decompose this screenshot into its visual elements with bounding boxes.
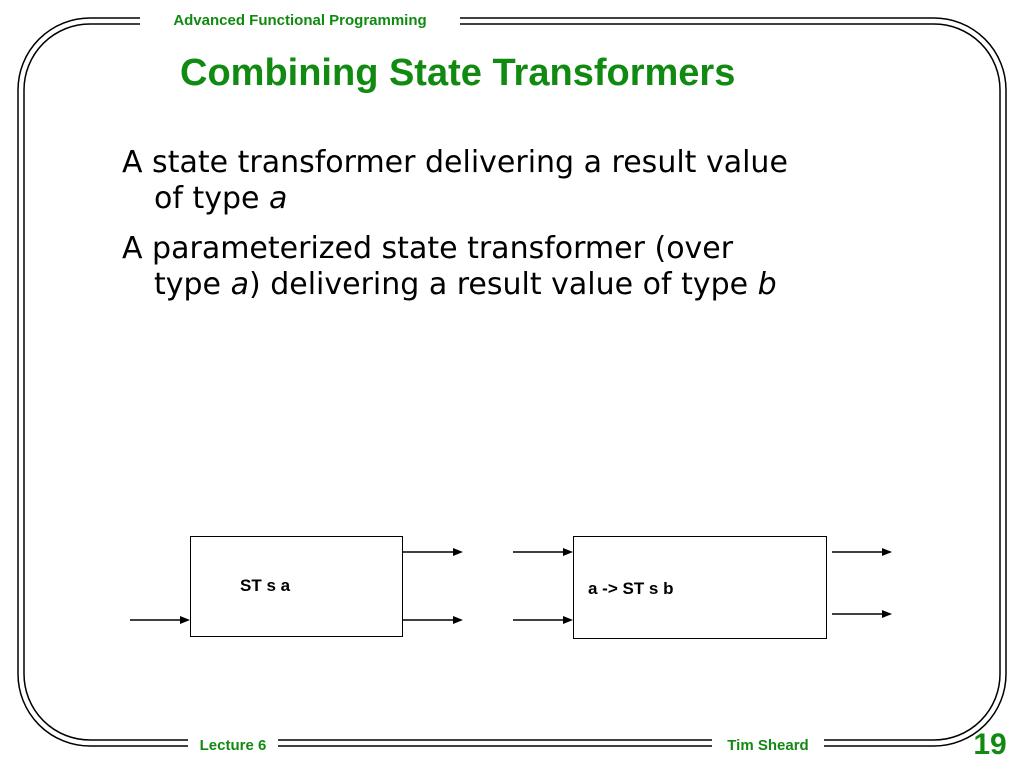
parameterized-transformer-box bbox=[573, 536, 827, 639]
bullet-parameterized-state-transformer: A parameterized state transformer (over … bbox=[122, 231, 922, 303]
bullet-1-line-2-prefix: of type bbox=[154, 181, 270, 216]
box-label-a-to-st-s-b: a -> ST s b bbox=[588, 579, 674, 598]
bullet-2-line-2-mid: ) delivering a result value of type bbox=[248, 267, 758, 302]
slide-title: Combining State Transformers bbox=[180, 52, 736, 94]
bullet-2-line-2-prefix: type bbox=[154, 267, 231, 302]
author-label: Tim Sheard bbox=[712, 735, 824, 757]
state-transformer-box bbox=[190, 536, 403, 637]
type-var-a: a bbox=[269, 181, 288, 216]
bullet-list: A state transformer delivering a result … bbox=[122, 145, 922, 317]
bullet-1-line-1: A state transformer delivering a result … bbox=[122, 145, 788, 180]
box-label-st-s-a: ST s a bbox=[240, 576, 291, 595]
page-number: 19 bbox=[973, 728, 1007, 761]
type-var-a: a bbox=[230, 267, 249, 302]
bullet-2-line-1: A parameterized state transformer (over bbox=[122, 231, 734, 266]
course-title: Advanced Functional Programming bbox=[140, 10, 460, 32]
lecture-label: Lecture 6 bbox=[188, 735, 278, 757]
diagram-arrows bbox=[130, 548, 892, 624]
bullet-state-transformer: A state transformer delivering a result … bbox=[122, 145, 922, 217]
type-var-b: b bbox=[757, 267, 777, 302]
